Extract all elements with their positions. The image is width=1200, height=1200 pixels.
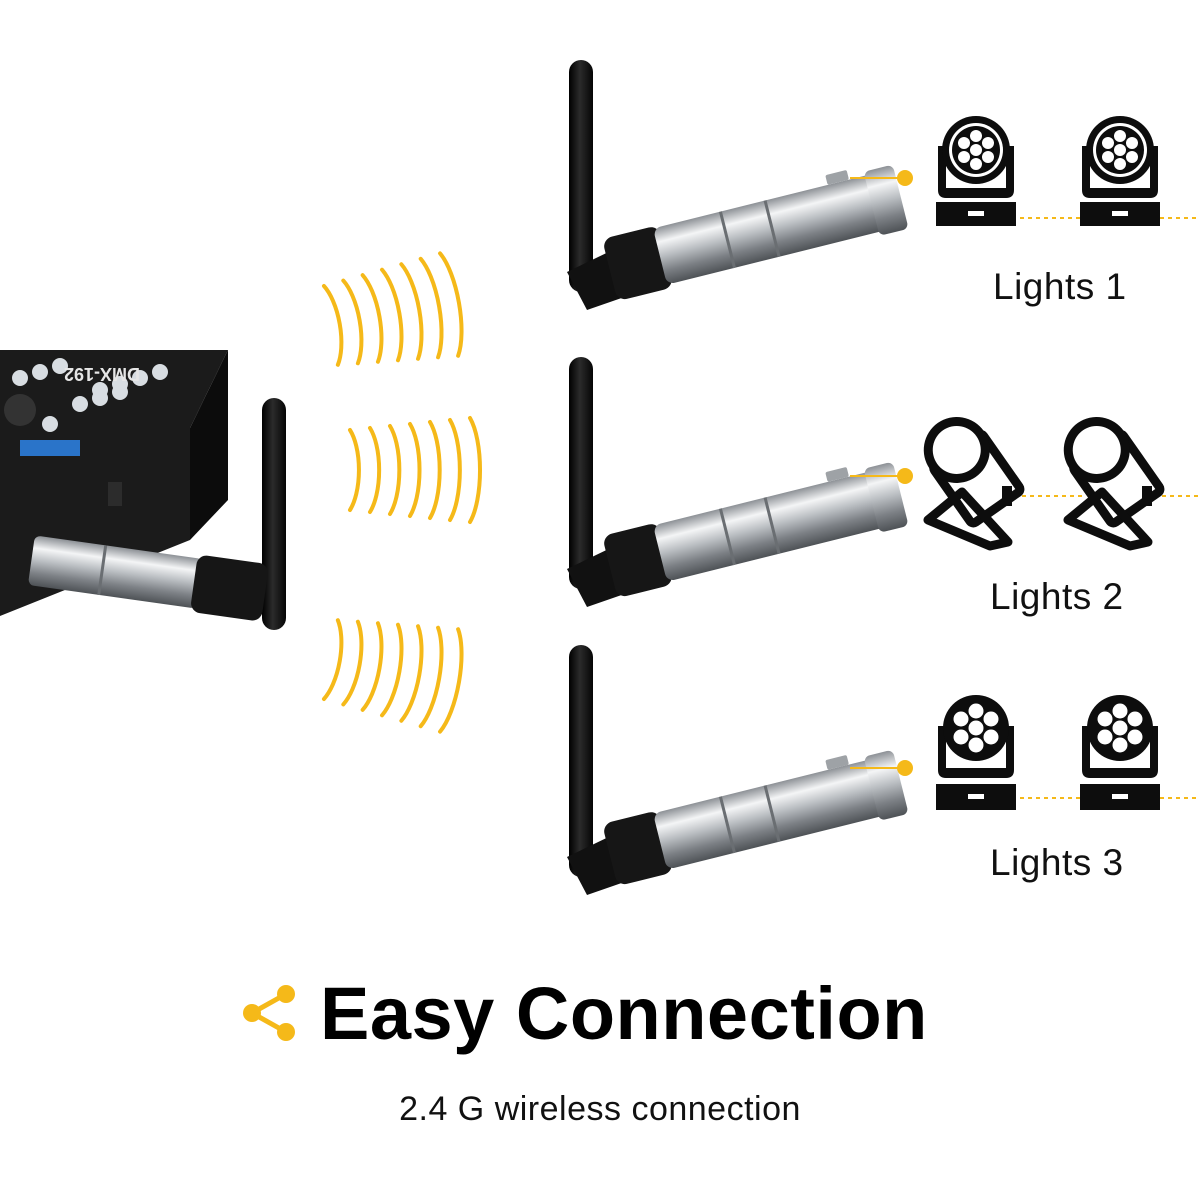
lights-group-1-label: Lights 1 — [993, 266, 1127, 307]
receiver-dongle — [567, 357, 909, 607]
page-title: Easy Connection — [320, 971, 928, 1055]
controller-model-label: DMX-192 — [64, 364, 140, 384]
wash-moving-head-icon — [936, 695, 1016, 810]
lights-group-2-label: Lights 2 — [990, 576, 1124, 617]
wireless-signal-icon — [348, 416, 483, 524]
connection-lines — [850, 177, 1200, 799]
subtitle: 2.4 G wireless connection — [399, 1090, 801, 1128]
receiver-dongle — [567, 60, 909, 310]
title-row: Easy Connection — [240, 968, 928, 1058]
lights-group-3-label: Lights 3 — [990, 842, 1124, 883]
par-light-icon — [1051, 404, 1164, 546]
connection-dots — [897, 170, 913, 776]
wireless-signal-icon — [319, 606, 470, 736]
wireless-signal-icon — [319, 249, 470, 379]
receiver-dongle — [567, 645, 909, 895]
beam-moving-head-icon — [1080, 116, 1160, 226]
wash-moving-head-icon — [1080, 695, 1160, 810]
share-icon — [243, 985, 295, 1041]
beam-moving-head-icon — [936, 116, 1016, 226]
transmitter-dongle — [28, 398, 286, 630]
par-light-icon — [911, 404, 1024, 546]
